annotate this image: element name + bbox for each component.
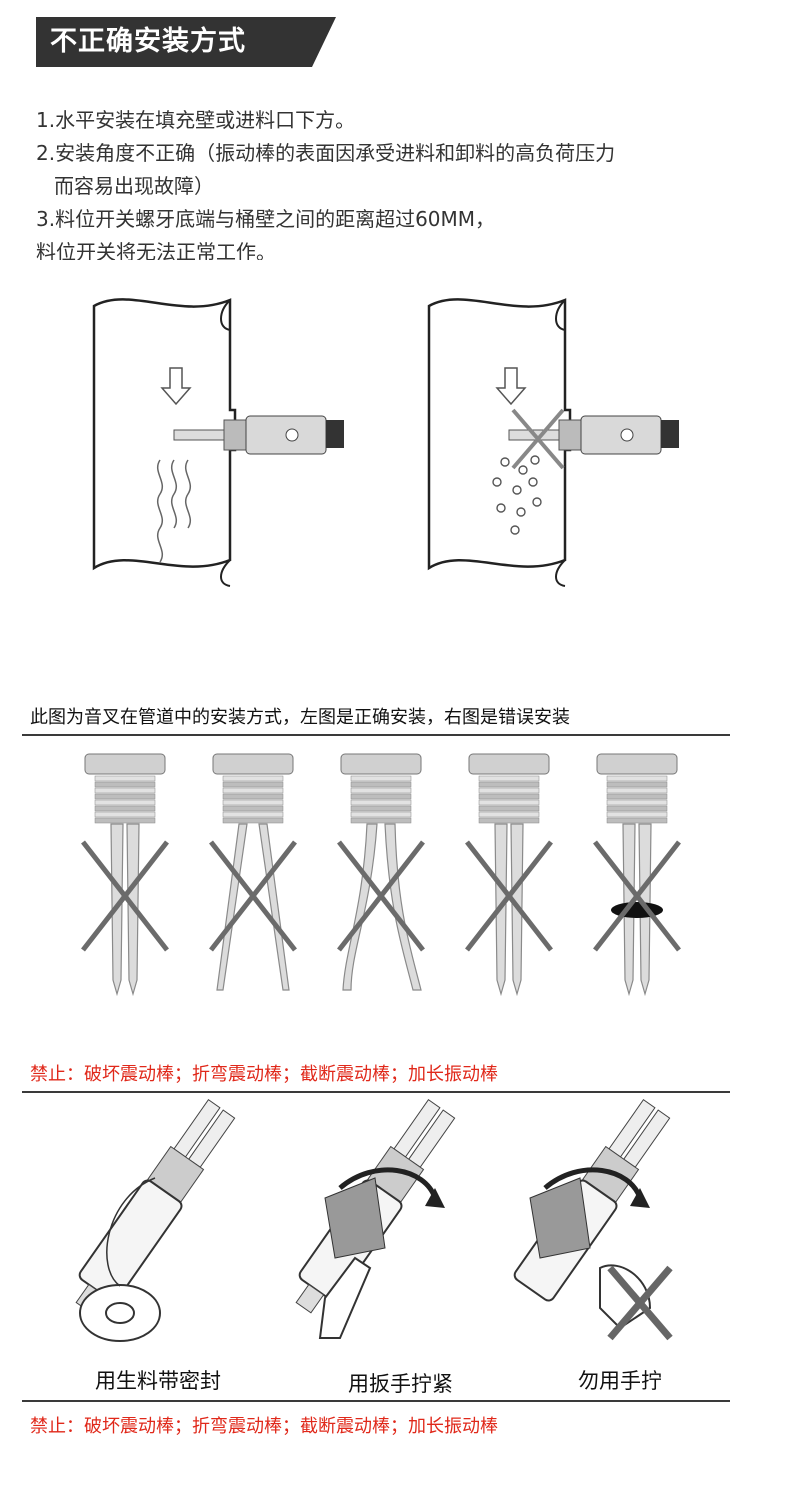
tuning-fork-item — [337, 753, 425, 991]
tuning-fork-row — [81, 753, 681, 997]
intro-item-1: 1.水平安装在填充壁或进料口下方。 — [36, 108, 356, 132]
intro-list: 1.水平安装在填充壁或进料口下方。 2.安装角度不正确（振动棒的表面因承受进料和… — [36, 104, 766, 260]
tuning-fork-item — [81, 753, 169, 997]
cross-icon — [337, 840, 425, 952]
silo-incorrect-diagram — [427, 298, 679, 587]
cross-icon — [81, 840, 169, 952]
step-label-wrench: 用扳手拧紧 — [348, 1372, 453, 1396]
down-arrow-icon — [160, 367, 192, 406]
cross-icon — [607, 1265, 673, 1341]
warning-text: 禁止：破坏震动棒；折弯震动棒；截断震动棒；加长振动棒 — [30, 1416, 498, 1437]
intro-item-3-cont: 料位开关将无法正常工作。 — [36, 240, 276, 260]
cross-icon — [511, 408, 565, 470]
page-title: 不正确安装方式 — [50, 26, 246, 57]
warning-text: 禁止：破坏震动棒；折弯震动棒；截断震动棒；加长振动棒 — [30, 1064, 498, 1085]
divider — [22, 1400, 730, 1402]
step-hand-illustration — [513, 1099, 673, 1341]
step-label-no-hand: 勿用手拧 — [578, 1369, 662, 1393]
rotate-arrow-icon — [630, 1188, 650, 1208]
divider — [22, 734, 730, 736]
step-label-seal: 用生料带密封 — [95, 1369, 221, 1393]
divider — [22, 1091, 730, 1093]
step-seal-illustration — [75, 1099, 236, 1342]
wrench-icon — [318, 1256, 372, 1339]
silo-correct-diagram — [92, 298, 344, 587]
cross-icon — [465, 840, 553, 952]
intro-item-2: 2.安装角度不正确（振动棒的表面因承受进料和卸料的高负荷压力 — [36, 141, 616, 165]
intro-item-2-cont: 而容易出现故障） — [54, 174, 214, 198]
sensor-probe — [173, 415, 344, 455]
hand-icon — [599, 1264, 652, 1330]
cross-icon — [593, 840, 681, 952]
step-wrench-illustration — [295, 1099, 456, 1339]
title-banner — [36, 17, 336, 67]
intro-item-3: 3.料位开关螺牙底端与桶壁之间的距离超过60MM， — [36, 207, 496, 231]
tuning-fork-item — [209, 753, 297, 991]
tuning-fork-item — [593, 753, 681, 997]
cross-icon — [209, 840, 297, 952]
down-arrow-icon — [495, 367, 527, 406]
tuning-fork-item — [465, 753, 553, 997]
rotate-arrow-icon — [425, 1188, 445, 1208]
pipe-caption: 此图为音叉在管道中的安装方式，左图是正确安装，右图是错误安装 — [30, 707, 570, 728]
